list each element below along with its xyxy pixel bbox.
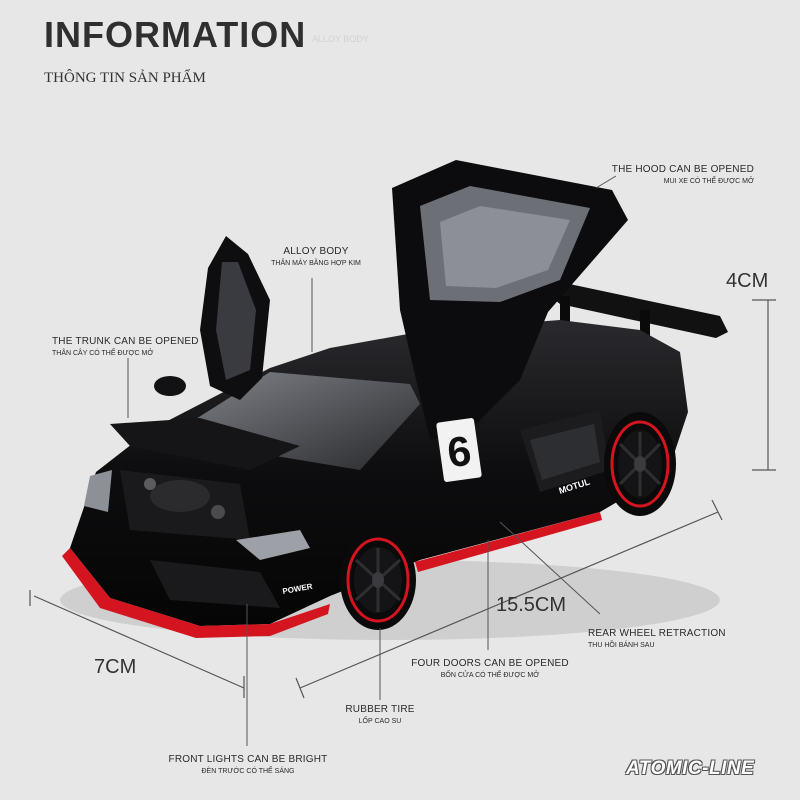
right-headlight bbox=[236, 530, 310, 560]
red-trim-side bbox=[415, 512, 602, 572]
lights-callout: FRONT LIGHTS CAN BE BRIGHT ĐÈN TRƯỚC CÓ … bbox=[160, 754, 336, 776]
callout-lines bbox=[127, 175, 617, 746]
rear-wheel bbox=[604, 412, 676, 516]
length-dimension: 15.5CM bbox=[496, 594, 567, 616]
left-headlight bbox=[84, 470, 112, 512]
rear-wheel-label: REAR WHEEL RETRACTION bbox=[588, 628, 726, 639]
trunk-label-vi: THÂN CÂY CÓ THỂ ĐƯỢC MỞ bbox=[52, 349, 154, 357]
page-title: INFORMATION bbox=[44, 14, 307, 55]
red-trim-front bbox=[62, 548, 330, 638]
hood-callout: THE HOOD CAN BE OPENED MUI XE CÓ THỂ ĐƯỢ… bbox=[560, 164, 754, 186]
lights-label-vi: ĐÈN TRƯỚC CÓ THỂ SÁNG bbox=[201, 767, 295, 775]
lights-label: FRONT LIGHTS CAN BE BRIGHT bbox=[168, 754, 328, 765]
front-grille bbox=[150, 560, 280, 608]
tire-label-vi: LỐP CAO SU bbox=[358, 717, 402, 725]
dimension-lines bbox=[29, 299, 776, 699]
trunk-label: THE TRUNK CAN BE OPENED bbox=[52, 336, 199, 347]
side-mirror bbox=[154, 376, 186, 396]
alloy-body-callout: ALLOY BODY THÂN MÁY BẰNG HỢP KIM bbox=[256, 246, 376, 268]
height-dimension: 4CM bbox=[726, 270, 769, 292]
trunk-callout: THE TRUNK CAN BE OPENED THÂN CÂY CÓ THỂ … bbox=[52, 336, 212, 358]
alloy-body-label: ALLOY BODY bbox=[283, 246, 349, 257]
rear-wheel-callout: REAR WHEEL RETRACTION THU HỒI BÁNH SAU bbox=[588, 628, 758, 650]
doors-callout: FOUR DOORS CAN BE OPENED BỐN CỬA CÓ THỂ … bbox=[400, 658, 580, 680]
title-watermark-text: ALLOY BODY bbox=[312, 34, 369, 44]
engine-bay bbox=[120, 470, 250, 540]
tire-label: RUBBER TIRE bbox=[345, 704, 415, 715]
page-subtitle: THÔNG TIN SẢN PHẨM bbox=[44, 70, 206, 86]
hood-label-vi: MUI XE CÓ THỂ ĐƯỢC MỞ bbox=[663, 177, 754, 185]
rear-wheel-label-vi: THU HỒI BÁNH SAU bbox=[588, 641, 655, 649]
doors-label: FOUR DOORS CAN BE OPENED bbox=[411, 658, 569, 669]
open-front-lid bbox=[110, 418, 300, 470]
car-body bbox=[70, 320, 688, 626]
doors-label-vi: BỐN CỬA CÓ THỂ ĐƯỢC MỞ bbox=[440, 671, 540, 679]
front-wheel bbox=[340, 530, 416, 630]
alloy-body-label-vi: THÂN MÁY BẰNG HỢP KIM bbox=[271, 259, 361, 267]
rear-wing bbox=[545, 282, 728, 346]
hood-label: THE HOOD CAN BE OPENED bbox=[611, 164, 754, 175]
tire-callout: RUBBER TIRE LỐP CAO SU bbox=[330, 704, 430, 726]
brand-logo-text: ATOMIC-LINE bbox=[626, 758, 755, 779]
door-number-panel bbox=[436, 418, 482, 482]
width-dimension: 7CM bbox=[94, 656, 137, 678]
